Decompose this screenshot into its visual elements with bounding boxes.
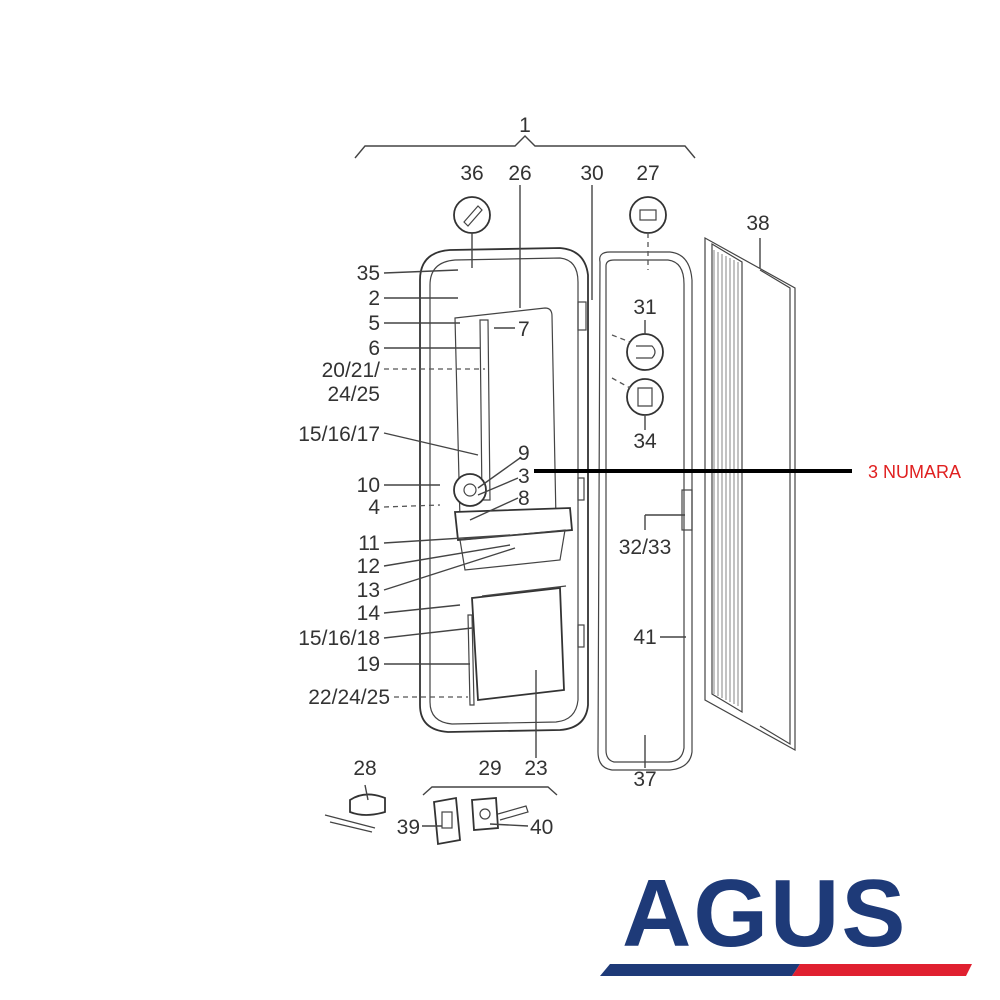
label-41: 41 bbox=[633, 626, 656, 649]
part-39 bbox=[433, 796, 461, 846]
label-9: 9 bbox=[518, 442, 530, 465]
label-5: 5 bbox=[368, 312, 380, 335]
label-10: 10 bbox=[357, 474, 380, 497]
label-30: 30 bbox=[580, 162, 603, 185]
label-40: 40 bbox=[530, 816, 553, 839]
label-39: 39 bbox=[397, 816, 420, 839]
label-20-21: 20/21/ bbox=[322, 359, 381, 382]
door-frame bbox=[419, 247, 589, 733]
part-29-bracket bbox=[422, 786, 558, 796]
label-22-24-25: 22/24/25 bbox=[308, 686, 390, 709]
label-32-33: 32/33 bbox=[619, 536, 672, 559]
label-28: 28 bbox=[353, 757, 376, 780]
leaders-right bbox=[364, 185, 761, 827]
logo-stripe-blue bbox=[600, 964, 800, 976]
label-3: 3 bbox=[518, 465, 530, 488]
logo-text: AGUS bbox=[622, 860, 907, 967]
label-27: 27 bbox=[636, 162, 659, 185]
label-2: 2 bbox=[368, 287, 380, 310]
door-seal bbox=[597, 251, 693, 771]
assembly-brace bbox=[354, 135, 696, 159]
detail-36 bbox=[453, 196, 491, 268]
label-13: 13 bbox=[357, 579, 380, 602]
label-1: 1 bbox=[519, 114, 531, 137]
label-36: 36 bbox=[460, 162, 483, 185]
highlight-callout: 3 NUMARA bbox=[534, 462, 961, 482]
label-4: 4 bbox=[368, 496, 380, 519]
label-6: 6 bbox=[368, 337, 380, 360]
label-14: 14 bbox=[357, 602, 381, 625]
label-34: 34 bbox=[633, 430, 657, 453]
label-24-25: 24/25 bbox=[327, 383, 380, 406]
detail-27 bbox=[629, 196, 667, 270]
part-28-handle bbox=[324, 793, 386, 833]
label-35: 35 bbox=[357, 262, 380, 285]
label-23: 23 bbox=[524, 757, 547, 780]
label-19: 19 bbox=[357, 653, 380, 676]
label-38: 38 bbox=[746, 212, 769, 235]
label-12: 12 bbox=[357, 555, 380, 578]
label-37: 37 bbox=[633, 768, 656, 791]
detail-34 bbox=[611, 377, 664, 416]
label-26: 26 bbox=[508, 162, 531, 185]
label-11: 11 bbox=[358, 532, 380, 555]
label-29: 29 bbox=[478, 757, 501, 780]
label-7: 7 bbox=[518, 318, 530, 341]
label-31: 31 bbox=[633, 296, 656, 319]
label-15-16-17: 15/16/17 bbox=[298, 423, 380, 446]
logo-stripe-red bbox=[792, 964, 972, 976]
callout-text: 3 NUMARA bbox=[868, 462, 961, 482]
agus-logo: AGUS bbox=[600, 860, 972, 976]
detail-31 bbox=[611, 333, 664, 371]
label-15-16-18: 15/16/18 bbox=[298, 627, 380, 650]
part-40 bbox=[471, 797, 529, 831]
leaders-left bbox=[383, 269, 516, 698]
label-8: 8 bbox=[518, 487, 530, 510]
insect-screen bbox=[704, 236, 796, 752]
